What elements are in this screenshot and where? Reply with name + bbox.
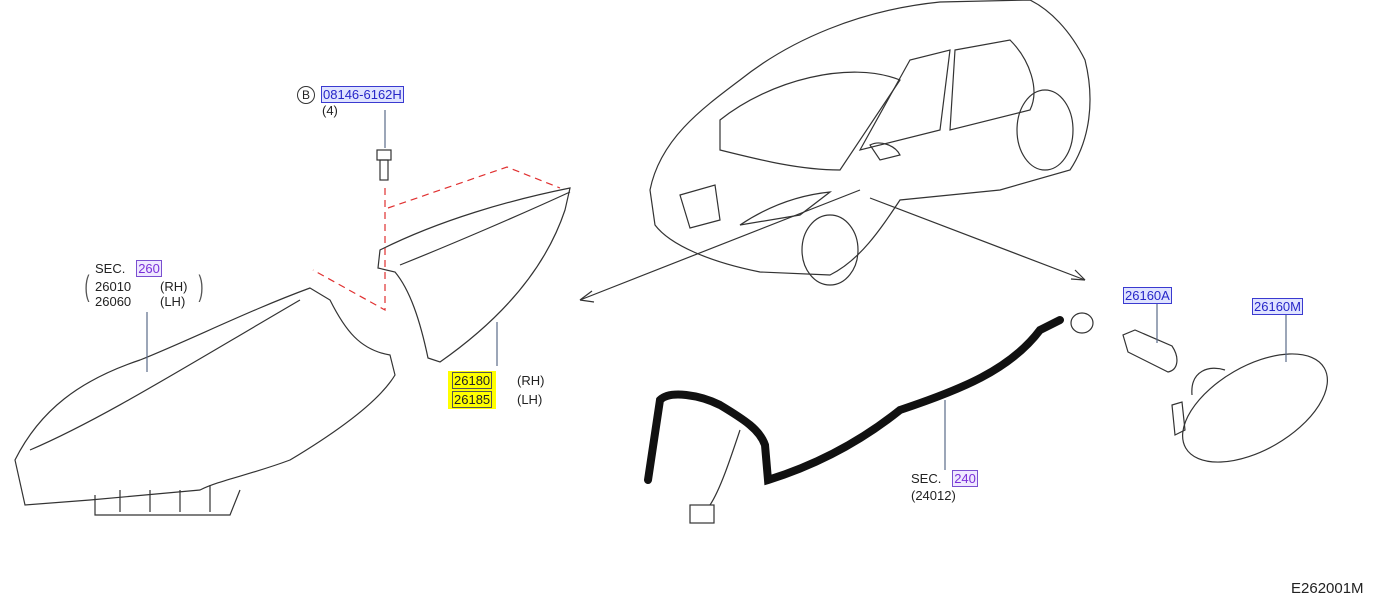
diagram-code: E262001M: [1291, 580, 1364, 597]
side-lamp-part-number[interactable]: 26160M: [1252, 298, 1303, 315]
bolt-quantity: (4): [322, 103, 338, 118]
harness-sec-label: SEC.: [911, 471, 942, 486]
headlamp-sec: SEC. 260: [95, 260, 162, 277]
bulb-illustration: [1122, 302, 1178, 373]
bolt-circle-letter: B: [297, 86, 315, 104]
cover-part-rh-number: 26180: [452, 372, 493, 389]
cover-part-lh[interactable]: 26185: [448, 390, 497, 409]
headlamp-part-rh: 26010: [95, 279, 132, 294]
paren-right: ): [198, 270, 204, 303]
headlamp-illustration: [14, 287, 396, 516]
harness-sec-number[interactable]: 240: [952, 470, 978, 487]
harness-sub-number: (24012): [911, 488, 956, 503]
car-illustration: [649, 0, 1091, 286]
bulb-part: 26160A: [1123, 287, 1172, 304]
headlamp-sec-label: SEC.: [95, 261, 126, 276]
bulb-part-number[interactable]: 26160A: [1123, 287, 1172, 304]
assembly-dashed-lines: [312, 166, 561, 312]
harness-sec: SEC. 240: [911, 470, 978, 487]
headlamp-side-rh: (RH): [160, 279, 188, 294]
side-lamp-illustration: [1171, 312, 1328, 463]
bolt-part-number[interactable]: 08146-6162H: [321, 86, 404, 103]
cover-side-rh: (RH): [517, 373, 545, 388]
side-lamp-part: 26160M: [1252, 298, 1303, 315]
headlamp-part-lh: 26060: [95, 294, 132, 309]
wiring-harness-illustration: [644, 316, 1064, 486]
bolt-callout: B 08146-6162H: [297, 86, 404, 104]
cover-part-lh-number: 26185: [452, 391, 493, 408]
paren-left: (: [84, 270, 90, 303]
bolt-illustration: [376, 110, 392, 181]
cover-side-lh: (LH): [517, 392, 543, 407]
cover-part-rh[interactable]: 26180: [448, 371, 497, 390]
headlamp-side-lh: (LH): [160, 294, 186, 309]
leader-arrows: [579, 189, 1086, 303]
headlamp-sec-number[interactable]: 260: [136, 260, 162, 277]
headlamp-cover-illustration: [377, 187, 571, 363]
